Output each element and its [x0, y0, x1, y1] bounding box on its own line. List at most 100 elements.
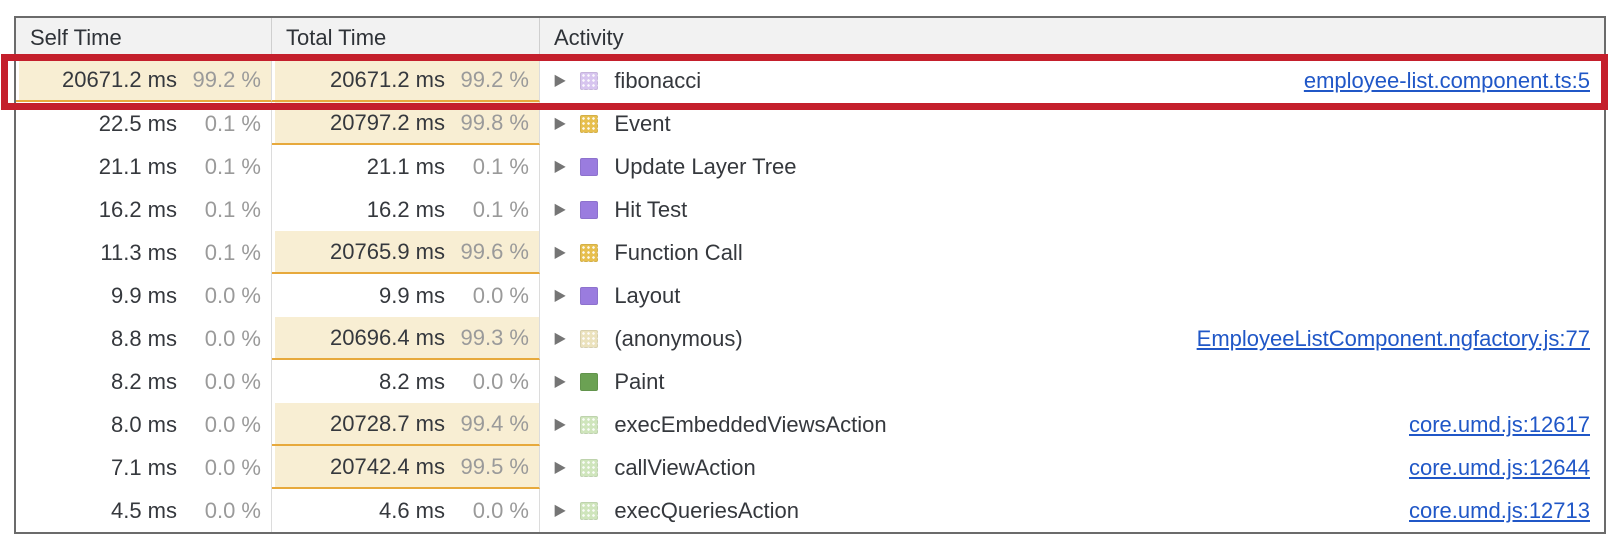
- expand-arrow-icon[interactable]: ▶: [554, 286, 566, 304]
- table-row[interactable]: 22.5 ms 0.1 % 20797.2 ms 99.8 % ▶ Event: [16, 102, 1604, 145]
- total-time-cell: 21.1 ms 0.1 %: [272, 145, 540, 188]
- table-row[interactable]: 8.8 ms 0.0 % 20696.4 ms 99.3 % ▶ (anonym…: [16, 317, 1604, 360]
- activity-label: Event: [614, 110, 671, 136]
- activity-label: (anonymous): [614, 325, 743, 351]
- table-row[interactable]: 20671.2 ms 99.2 % 20671.2 ms 99.2 % ▶ fi…: [16, 59, 1604, 102]
- self-time-cell: 8.8 ms 0.0 %: [16, 317, 272, 360]
- activity-label: Layout: [614, 282, 681, 308]
- expand-arrow-icon[interactable]: ▶: [554, 200, 566, 218]
- total-time-percent: 99.6 %: [460, 238, 530, 264]
- total-time-cell: 20696.4 ms 99.3 %: [272, 317, 540, 360]
- total-time-value: 21.1 ms: [366, 153, 445, 179]
- total-time-value: 20671.2 ms: [330, 66, 445, 92]
- expand-arrow-icon[interactable]: ▶: [554, 329, 566, 347]
- total-time-percent: 99.5 %: [460, 453, 530, 479]
- expand-arrow-icon[interactable]: ▶: [554, 372, 566, 390]
- activity-category-icon: [580, 458, 599, 477]
- source-link[interactable]: core.umd.js:12617: [1409, 411, 1590, 437]
- total-time-value: 20742.4 ms: [330, 453, 445, 479]
- expand-arrow-icon[interactable]: ▶: [554, 157, 566, 175]
- self-time-cell: 7.1 ms 0.0 %: [16, 446, 272, 489]
- total-time-value: 20728.7 ms: [330, 410, 445, 436]
- expand-arrow-icon[interactable]: ▶: [554, 114, 566, 132]
- self-time-cell: 16.2 ms 0.1 %: [16, 188, 272, 231]
- total-time-cell: 20728.7 ms 99.4 %: [272, 403, 540, 446]
- table-row[interactable]: 7.1 ms 0.0 % 20742.4 ms 99.5 % ▶ callVie…: [16, 446, 1604, 489]
- source-link[interactable]: employee-list.component.ts:5: [1303, 67, 1590, 93]
- total-time-cell: 4.6 ms 0.0 %: [272, 489, 540, 532]
- expand-arrow-icon[interactable]: ▶: [554, 415, 566, 433]
- activity-cell: ▶ execQueriesAction core.umd.js:12713: [540, 489, 1604, 532]
- activity-category-icon: [580, 415, 599, 434]
- activity-category-icon: [580, 200, 599, 219]
- expand-arrow-icon[interactable]: ▶: [554, 71, 566, 89]
- activity-category-icon: [580, 501, 599, 520]
- bottom-up-table: Self Time Total Time Activity 20671.2 ms…: [14, 16, 1606, 534]
- table-row[interactable]: 11.3 ms 0.1 % 20765.9 ms 99.6 % ▶ Functi…: [16, 231, 1604, 274]
- activity-cell: ▶ Update Layer Tree: [540, 145, 1604, 188]
- activity-label: execEmbeddedViewsAction: [614, 411, 887, 437]
- source-link[interactable]: core.umd.js:12644: [1409, 454, 1590, 480]
- total-time-percent: 0.1 %: [472, 153, 529, 179]
- total-time-percent: 0.1 %: [472, 196, 529, 222]
- self-time-percent: 0.1 %: [204, 110, 261, 136]
- activity-cell: ▶ Layout: [540, 274, 1604, 317]
- self-time-cell: 4.5 ms 0.0 %: [16, 489, 272, 532]
- self-time-percent: 0.0 %: [204, 282, 261, 308]
- activity-cell: ▶ callViewAction core.umd.js:12644: [540, 446, 1604, 489]
- activity-category-icon: [580, 286, 599, 305]
- column-header-total-time[interactable]: Total Time: [272, 18, 540, 58]
- activity-label: Function Call: [614, 239, 743, 265]
- total-time-cell: 20765.9 ms 99.6 %: [272, 231, 540, 274]
- total-time-value: 9.9 ms: [378, 282, 445, 308]
- activity-cell: ▶ Hit Test: [540, 188, 1604, 231]
- self-time-value: 21.1 ms: [98, 153, 177, 179]
- table-row[interactable]: 8.2 ms 0.0 % 8.2 ms 0.0 % ▶ Paint: [16, 360, 1604, 403]
- table-row[interactable]: 4.5 ms 0.0 % 4.6 ms 0.0 % ▶ execQueriesA…: [16, 489, 1604, 532]
- total-time-value: 20696.4 ms: [330, 324, 445, 350]
- total-time-percent: 99.4 %: [460, 410, 530, 436]
- self-time-value: 8.8 ms: [110, 325, 177, 351]
- self-time-percent: 0.0 %: [204, 454, 261, 480]
- self-time-value: 22.5 ms: [98, 110, 177, 136]
- activity-cell: ▶ Function Call: [540, 231, 1604, 274]
- column-header-activity[interactable]: Activity: [554, 25, 624, 50]
- activity-category-icon: [580, 157, 599, 176]
- total-time-percent: 0.0 %: [472, 497, 529, 523]
- table-row[interactable]: 9.9 ms 0.0 % 9.9 ms 0.0 % ▶ Layout: [16, 274, 1604, 317]
- column-header-self-time[interactable]: Self Time: [16, 18, 272, 58]
- activity-label: Update Layer Tree: [614, 153, 797, 179]
- activity-category-icon: [580, 329, 599, 348]
- self-time-cell: 21.1 ms 0.1 %: [16, 145, 272, 188]
- source-link[interactable]: EmployeeListComponent.ngfactory.js:77: [1196, 325, 1590, 351]
- activity-label: fibonacci: [614, 67, 702, 93]
- expand-arrow-icon[interactable]: ▶: [554, 458, 566, 476]
- expand-arrow-icon[interactable]: ▶: [554, 243, 566, 261]
- expand-arrow-icon[interactable]: ▶: [554, 501, 566, 519]
- table-rows: 20671.2 ms 99.2 % 20671.2 ms 99.2 % ▶ fi…: [16, 59, 1604, 532]
- activity-cell: ▶ fibonacci employee-list.component.ts:5: [540, 59, 1604, 102]
- total-time-value: 20797.2 ms: [330, 109, 445, 135]
- total-time-percent: 99.8 %: [460, 109, 530, 135]
- total-time-value: 16.2 ms: [366, 196, 445, 222]
- table-header-row: Self Time Total Time Activity: [16, 18, 1604, 59]
- total-time-percent: 99.3 %: [460, 324, 530, 350]
- self-time-cell: 20671.2 ms 99.2 %: [16, 59, 272, 102]
- total-time-percent: 0.0 %: [472, 368, 529, 394]
- activity-label: Hit Test: [614, 196, 688, 222]
- self-time-value: 11.3 ms: [100, 239, 177, 265]
- self-time-cell: 8.0 ms 0.0 %: [16, 403, 272, 446]
- total-time-value: 4.6 ms: [378, 497, 445, 523]
- source-link[interactable]: core.umd.js:12713: [1409, 497, 1590, 523]
- self-time-percent: 0.1 %: [204, 239, 261, 265]
- self-time-percent: 0.1 %: [204, 196, 261, 222]
- self-time-cell: 8.2 ms 0.0 %: [16, 360, 272, 403]
- total-time-cell: 9.9 ms 0.0 %: [272, 274, 540, 317]
- table-row[interactable]: 16.2 ms 0.1 % 16.2 ms 0.1 % ▶ Hit Test: [16, 188, 1604, 231]
- table-row[interactable]: 21.1 ms 0.1 % 21.1 ms 0.1 % ▶ Update Lay…: [16, 145, 1604, 188]
- self-time-percent: 99.2 %: [192, 66, 262, 92]
- table-row[interactable]: 8.0 ms 0.0 % 20728.7 ms 99.4 % ▶ execEmb…: [16, 403, 1604, 446]
- self-time-cell: 22.5 ms 0.1 %: [16, 102, 272, 145]
- self-time-cell: 9.9 ms 0.0 %: [16, 274, 272, 317]
